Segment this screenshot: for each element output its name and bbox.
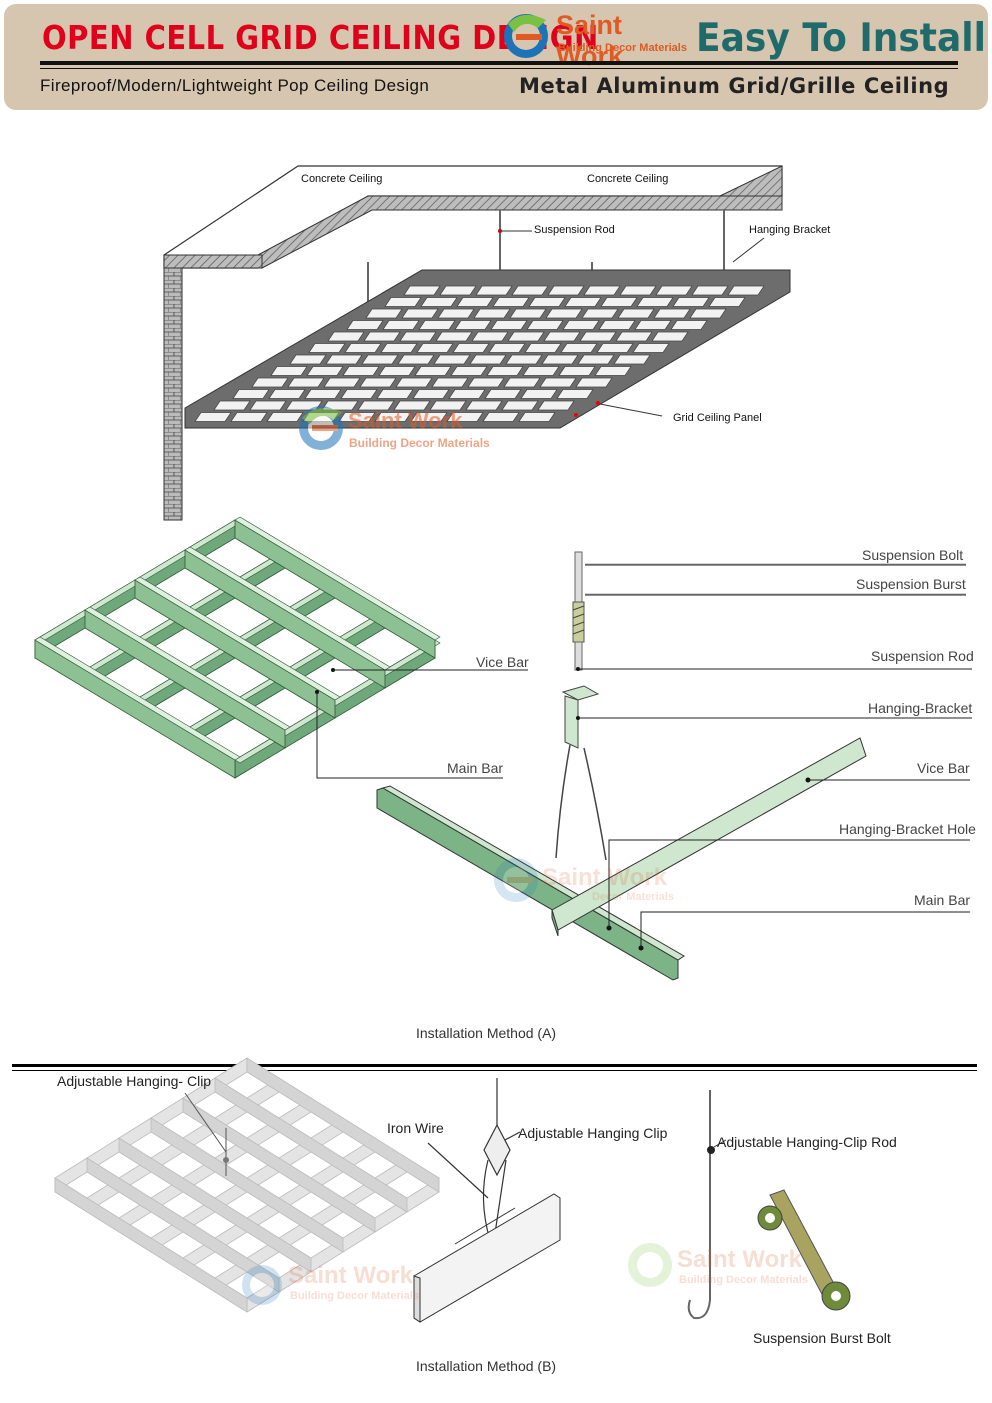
banner-title-right: Easy To Install <box>696 16 986 62</box>
section-divider-thin <box>12 1070 977 1071</box>
label-grid-ceiling-panel: Grid Ceiling Panel <box>673 412 762 424</box>
section-divider <box>12 1064 977 1067</box>
watermark-tagline-b: Building Decor Materials <box>290 1290 419 1302</box>
iron-wire-icon <box>427 1078 521 1241</box>
logo-brand: Saint Work <box>556 10 624 71</box>
label-vice-bar-left: Vice Bar <box>476 654 529 670</box>
watermark-brand-b2: Saint Work <box>677 1246 802 1273</box>
watermark-brand-b: Saint Work <box>288 1262 413 1289</box>
banner-subtitle: Fireproof/Modern/Lightweight Pop Ceiling… <box>40 76 430 95</box>
caption-method-a: Installation Method (A) <box>416 1025 557 1041</box>
watermark-tagline-b2: Building Decor Materials <box>679 1274 808 1286</box>
suspension-burst-bolt-icon <box>757 1189 851 1311</box>
label-main-bar-right: Main Bar <box>914 892 971 908</box>
label-suspension-rod-a: Suspension Rod <box>871 648 974 664</box>
caption-method-b: Installation Method (B) <box>416 1358 557 1374</box>
green-grid-assembly <box>34 516 972 981</box>
label-suspension-burst-bolt: Suspension Burst Bolt <box>753 1330 891 1346</box>
logo-tagline: Building Decor Materials <box>558 42 687 54</box>
grid-strip-icon <box>413 1193 561 1323</box>
banner-rule <box>40 61 958 65</box>
label-concrete-ceiling-right: Concrete Ceiling <box>587 173 669 185</box>
label-iron-wire: Iron Wire <box>387 1120 444 1136</box>
logo-mark-icon <box>504 14 548 58</box>
watermark-brand: Saint Work <box>348 408 463 433</box>
watermark-tagline-a: Decor Materials <box>592 891 674 903</box>
label-hanging-bracket-a: Hanging-Bracket <box>868 700 973 716</box>
hanging-clip-rod-icon <box>687 1090 711 1320</box>
label-hanging-bracket: Hanging Bracket <box>749 224 831 236</box>
brand-logo: Saint Work Building Decor Materials <box>502 10 692 71</box>
label-suspension-burst: Suspension Burst <box>856 576 966 592</box>
banner-subtitle-right: Metal Aluminum Grid/Grille Ceiling <box>519 74 950 98</box>
header-banner: OPEN CELL GRID CEILING DESIGN Saint Work… <box>4 4 988 110</box>
banner-rule-thin <box>40 68 958 69</box>
watermark-tagline: Building Decor Materials <box>349 436 490 450</box>
watermark-brand-a: Saint Work <box>542 864 667 891</box>
suspension-bolt-icon <box>572 551 585 671</box>
label-adjustable-hanging-clip-left: Adjustable Hanging- Clip <box>57 1073 212 1089</box>
label-suspension-rod: Suspension Rod <box>534 224 615 236</box>
label-main-bar-left: Main Bar <box>447 760 504 776</box>
label-suspension-bolt: Suspension Bolt <box>862 547 964 563</box>
hanging-bracket-icon <box>555 685 607 861</box>
label-adjustable-hanging-clip-rod: Adjustable Hanging-Clip Rod <box>717 1134 897 1150</box>
label-hanging-bracket-hole: Hanging-Bracket Hole <box>839 821 976 837</box>
ceiling-structure-diagram <box>163 165 791 521</box>
grid-ceiling-panel <box>194 285 765 422</box>
label-concrete-ceiling-left: Concrete Ceiling <box>301 173 383 185</box>
vice-bar-icon <box>551 737 867 937</box>
label-adjustable-hanging-clip: Adjustable Hanging Clip <box>518 1125 668 1141</box>
label-vice-bar-right: Vice Bar <box>917 760 970 776</box>
